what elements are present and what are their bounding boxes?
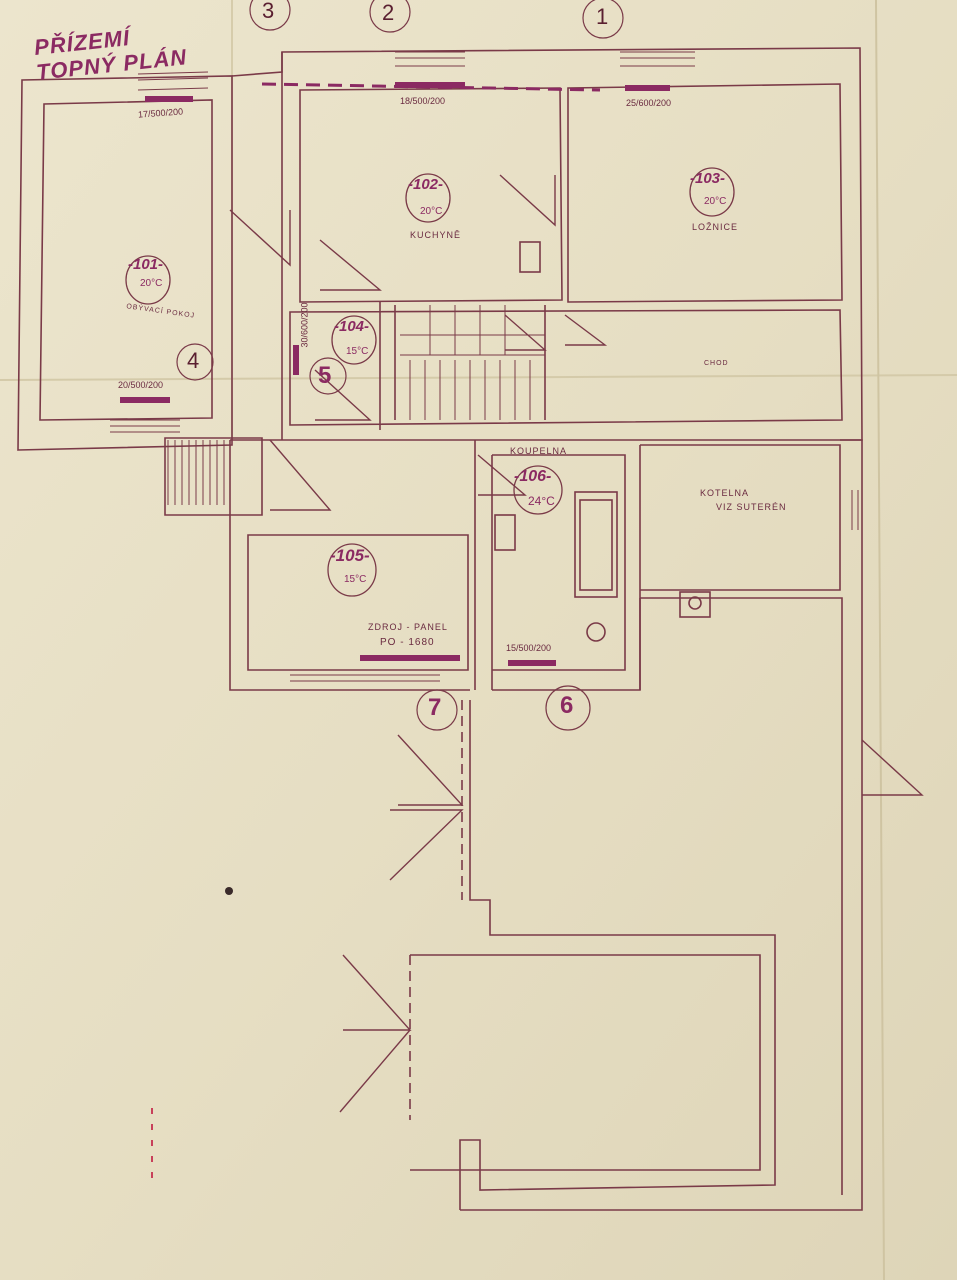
axis-label-6: 6 (560, 692, 574, 719)
heating-pipe (261, 82, 601, 92)
room-105-temp: 15°C (344, 574, 367, 585)
wall-room-105 (247, 534, 469, 671)
room-102-name: KUCHYNĚ (410, 230, 462, 240)
room-105-number: -105- (330, 546, 370, 565)
wall-room-101-inner (39, 99, 213, 421)
radiator-101b (120, 397, 170, 403)
wall-room-103 (567, 83, 843, 303)
axis-label-5: 5 (318, 362, 332, 389)
radiators (120, 82, 670, 666)
radiator-105 (360, 655, 460, 661)
radiator-106 (508, 660, 556, 666)
zdroj-note: PO - 1680 (380, 637, 435, 648)
radiator-104-spec: 30/600/200 (299, 302, 310, 348)
stairs (400, 305, 545, 420)
room-103-name: LOŽNICE (692, 222, 739, 232)
room-104-number: -104- (334, 318, 370, 335)
wall-inner-lower (410, 954, 761, 1171)
room-101-number: -101- (128, 256, 164, 273)
axis-label-2: 2 (382, 0, 395, 25)
kotelna-label: KOTELNA (700, 488, 750, 498)
axis-circles (176, 0, 624, 731)
radiator-101b-spec: 20/500/200 (118, 380, 164, 390)
room-ovals (125, 167, 735, 597)
room-101-temp: 20°C (140, 278, 163, 289)
radiator-101 (145, 96, 193, 102)
hall-label: CHOD (704, 360, 729, 367)
bathtub (574, 491, 618, 598)
axis-label-7: 7 (428, 694, 442, 721)
ink-dot (225, 887, 233, 895)
axis-label-3: 3 (262, 0, 275, 23)
room-104-temp: 15°C (346, 346, 369, 357)
radiator-103-spec: 25/600/200 (626, 98, 672, 108)
radiator-103 (625, 85, 670, 91)
radiator-104 (293, 345, 299, 375)
wall-room-106 (492, 454, 626, 671)
walls (17, 47, 863, 1211)
room-106-number: -106- (514, 468, 552, 485)
radiator-106-spec: 15/500/200 (506, 643, 552, 653)
axis-label-4: 4 (187, 348, 200, 373)
door-swings (229, 174, 924, 1113)
radiator-102 (395, 82, 465, 88)
wall-kotelna (640, 444, 841, 591)
wall-hall-104 (289, 309, 843, 426)
room-102-number: -102- (408, 176, 444, 193)
room-103-temp: 20°C (704, 196, 727, 207)
toilet (586, 622, 606, 642)
radiator-102-spec: 18/500/200 (400, 96, 446, 106)
room-103-number: -103- (690, 170, 726, 187)
wall-lower-outer (230, 439, 863, 1211)
room-106-temp: 24°C (528, 494, 555, 508)
zdroj-label: ZDROJ - PANEL (368, 622, 448, 632)
room-106-name: KOUPELNA (510, 446, 568, 456)
room-102-temp: 20°C (420, 206, 443, 217)
kotelna-note: VIZ SUTERÉN (716, 502, 787, 512)
paper-fold (875, 0, 885, 1280)
axis-label-1: 1 (596, 4, 609, 29)
paper-fold (0, 374, 957, 381)
